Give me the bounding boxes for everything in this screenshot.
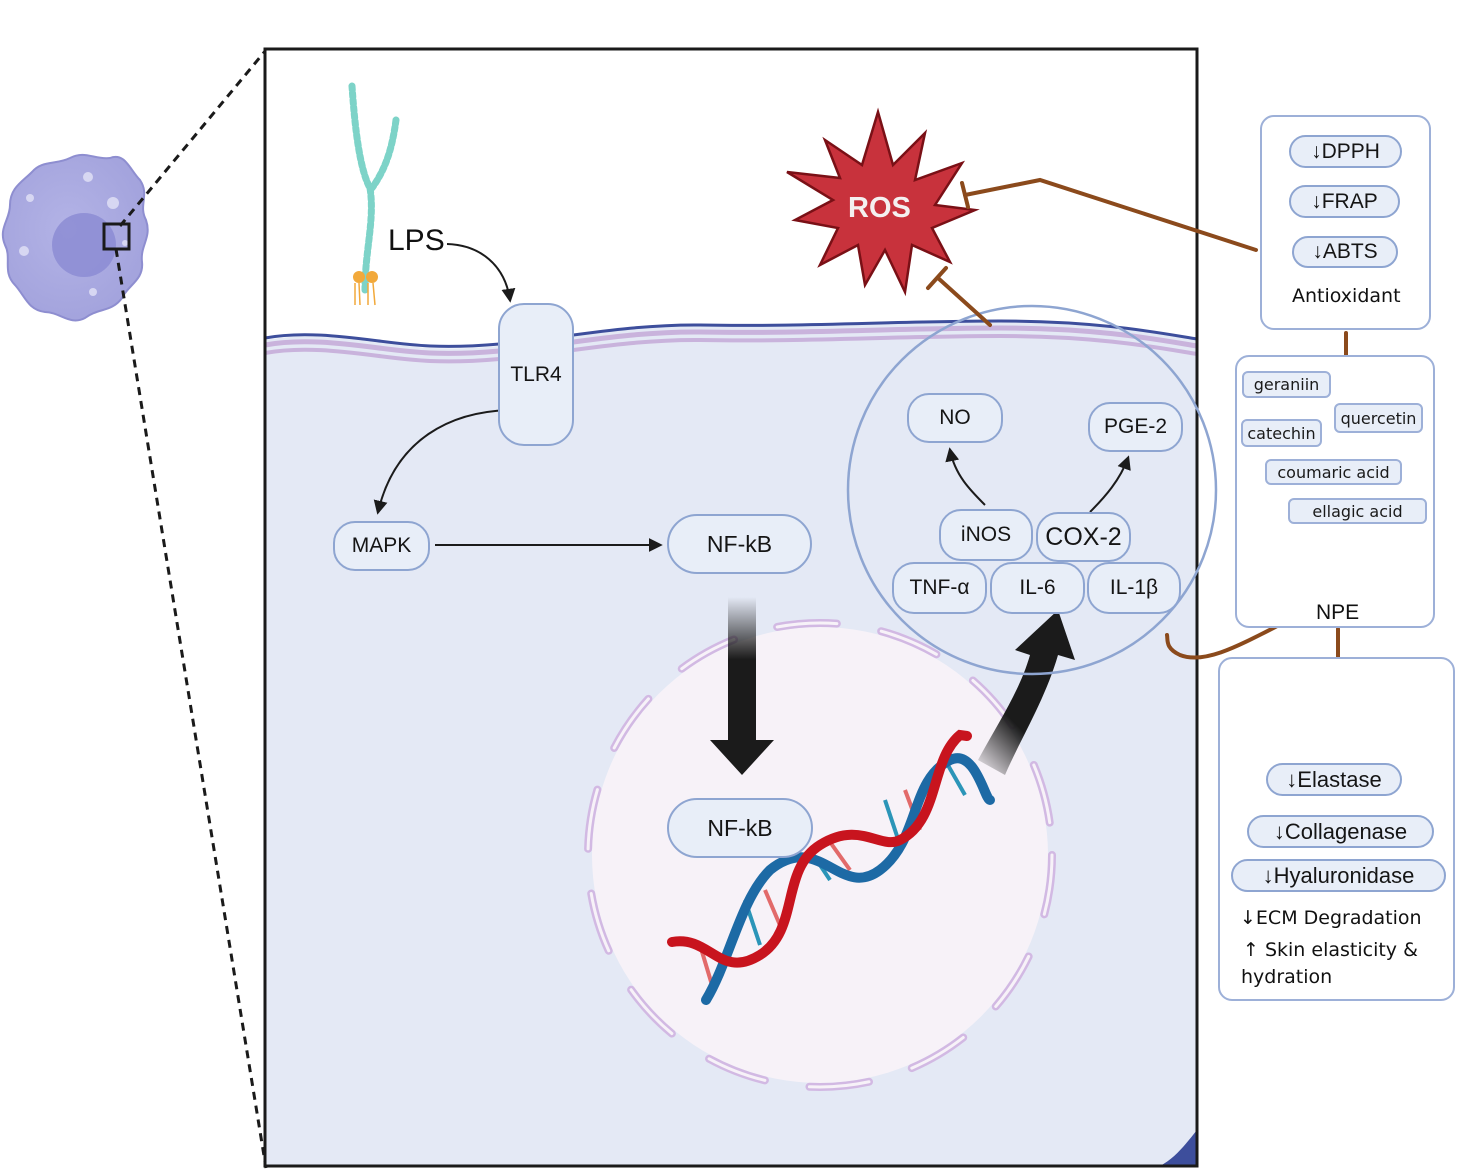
elastase-label: ↓Elastase	[1286, 766, 1382, 792]
compound-geraniin[interactable]: geraniin	[1242, 371, 1331, 398]
main-frame-border	[263, 47, 1199, 1168]
tlr4-receptor[interactable]: TLR4	[498, 303, 574, 446]
lps-to-tlr4-arrow	[446, 243, 516, 303]
ros-starburst-icon	[786, 107, 980, 297]
tnf-alpha-node[interactable]: TNF-α	[892, 562, 987, 614]
pge2-node[interactable]: PGE-2	[1088, 402, 1183, 452]
antioxidant-caption: Antioxidant	[1292, 285, 1401, 307]
antioxidant-inhibits-ros	[963, 177, 1258, 252]
lps-label: LPS	[388, 224, 445, 257]
tlr4-to-mapk-arrow	[373, 409, 516, 515]
mapk-label: MAPK	[351, 534, 412, 557]
frap-label: ↓FRAP	[1311, 189, 1378, 213]
inhibition-lines	[926, 177, 1348, 762]
no-node[interactable]: NO	[907, 393, 1003, 443]
skin-elasticity-effect: ↑ Skin elasticity &	[1243, 939, 1418, 961]
elastase-assay[interactable]: ↓Elastase	[1266, 763, 1402, 796]
nfkb-translocation-arrow	[710, 597, 774, 775]
collagenase-label: ↓Collagenase	[1273, 818, 1408, 844]
cox2-node[interactable]: COX-2	[1036, 512, 1131, 562]
ros-label: ROS	[848, 192, 911, 224]
geraniin-label: geraniin	[1253, 375, 1320, 394]
cell-membrane	[264, 319, 1198, 364]
il1b-node[interactable]: IL-1β	[1087, 562, 1181, 614]
hyaluronidase-label: ↓Hyaluronidase	[1262, 862, 1415, 888]
il1b-label: IL-1β	[1109, 576, 1159, 599]
nfkb-nucleus-node[interactable]: NF-kB	[667, 798, 813, 858]
compound-ellagic-acid[interactable]: ellagic acid	[1288, 498, 1427, 524]
nfkb-cytoplasm-label: NF-kB	[706, 530, 773, 557]
npe-panel	[1235, 355, 1435, 628]
hyaluronidase-assay[interactable]: ↓Hyaluronidase	[1231, 859, 1446, 892]
zoom-line-bottom	[114, 248, 268, 1169]
inos-label: iNOS	[960, 523, 1012, 546]
dpph-label: ↓DPPH	[1311, 139, 1380, 163]
compound-coumaric-acid[interactable]: coumaric acid	[1265, 459, 1402, 485]
abts-label: ↓ABTS	[1312, 240, 1378, 263]
abts-assay[interactable]: ↓ABTS	[1292, 236, 1398, 268]
hydration-effect: hydration	[1241, 966, 1333, 988]
dpph-assay[interactable]: ↓DPPH	[1289, 135, 1402, 168]
compound-catechin[interactable]: catechin	[1241, 419, 1322, 447]
inos-to-no-arrow	[945, 447, 986, 506]
lps-molecule-icon	[348, 82, 400, 306]
catechin-label: catechin	[1247, 423, 1316, 443]
ecm-degradation-effect: ↓ECM Degradation	[1240, 907, 1422, 929]
il6-label: IL-6	[1019, 576, 1056, 599]
cox2-label: COX-2	[1045, 522, 1122, 551]
gene-expression-arrow	[978, 610, 1075, 775]
tlr4-label: TLR4	[510, 362, 562, 386]
compound-quercetin[interactable]: quercetin	[1334, 403, 1423, 433]
frap-assay[interactable]: ↓FRAP	[1289, 185, 1400, 218]
inflammatory-mediators-circle	[846, 304, 1218, 676]
antioxidant-panel	[1260, 115, 1431, 330]
tnf-alpha-label: TNF-α	[909, 576, 970, 599]
ellagic-acid-label: ellagic acid	[1312, 501, 1403, 521]
collagenase-assay[interactable]: ↓Collagenase	[1247, 815, 1434, 848]
zoom-line-top	[118, 49, 268, 227]
coumaric-acid-label: coumaric acid	[1277, 462, 1390, 482]
npe-to-mediators	[1165, 620, 1287, 660]
macrophage-cell-icon	[1, 153, 149, 322]
nfkb-nucleus-label: NF-kB	[707, 814, 773, 841]
corner-shade	[1160, 1130, 1197, 1166]
npe-label: NPE	[1316, 601, 1360, 624]
mapk-node[interactable]: MAPK	[333, 521, 430, 571]
nfkb-cytoplasm-node[interactable]: NF-kB	[667, 514, 812, 574]
pge2-label: PGE-2	[1103, 415, 1168, 438]
quercetin-label: quercetin	[1340, 408, 1417, 428]
dna-helix-icon	[667, 729, 995, 1005]
il6-node[interactable]: IL-6	[990, 562, 1085, 614]
no-label: NO	[939, 406, 971, 429]
mediators-inhibit-ros	[936, 276, 992, 327]
inos-node[interactable]: iNOS	[939, 509, 1033, 561]
cox2-to-pge2-arrow	[1089, 455, 1131, 513]
